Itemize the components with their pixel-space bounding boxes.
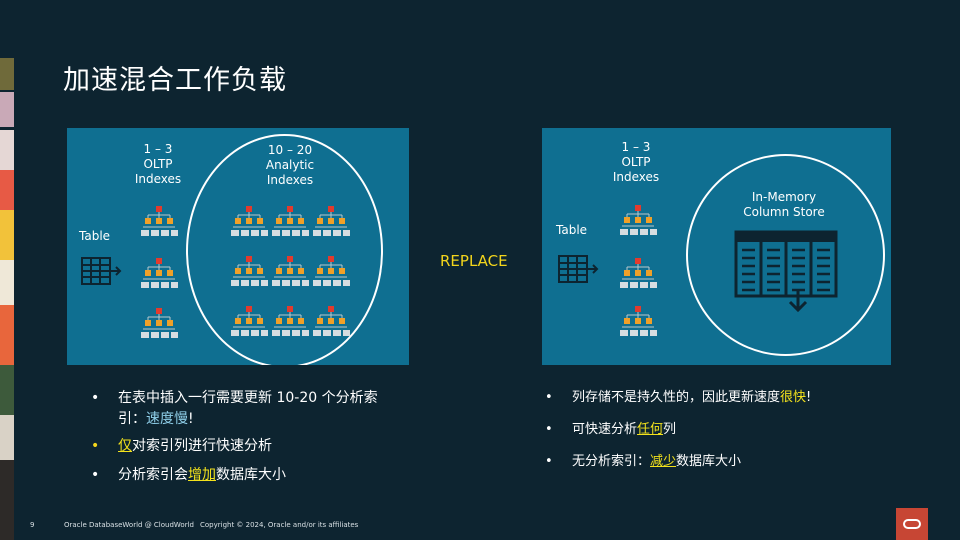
bullet-text: 对索引列进行快速分析 xyxy=(132,438,272,454)
oltp-indexes-label: 1 – 3 OLTP Indexes xyxy=(131,142,185,187)
bullet-text-end: ! xyxy=(806,390,811,405)
index-tree-icon xyxy=(272,256,310,290)
bullet-text: 列存储不是持久性的，因此更新速度 xyxy=(572,390,780,405)
list-item: 列存储不是持久性的，因此更新速度很快! xyxy=(545,388,885,408)
bullet-text: 可快速分析 xyxy=(572,422,637,437)
index-tree-icon xyxy=(272,306,310,340)
footer-copyright: Copyright © 2024, Oracle and/or its affi… xyxy=(200,521,358,529)
list-item: 仅对索引列进行快速分析 xyxy=(91,436,391,457)
bullet-text-end: 列 xyxy=(663,422,676,437)
list-item: 分析索引会增加数据库大小 xyxy=(91,465,391,486)
index-tree-icon xyxy=(141,308,179,342)
index-tree-icon xyxy=(620,306,658,340)
index-tree-icon xyxy=(620,258,658,292)
decorative-edge-strip xyxy=(0,0,14,540)
oracle-logo-icon xyxy=(896,508,928,540)
index-tree-icon xyxy=(231,306,269,340)
index-tree-icon xyxy=(272,206,310,240)
in-memory-column-store-diagram: 1 – 3 OLTP Indexes Table In-Memory Colum… xyxy=(542,128,891,365)
bullet-text: 分析索引会 xyxy=(118,467,188,483)
list-item: 可快速分析任何列 xyxy=(545,420,885,440)
oltp-analytic-index-diagram: 1 – 3 OLTP Indexes 10 – 20 Analytic Inde… xyxy=(67,128,409,365)
index-tree-icon xyxy=(141,258,179,292)
highlight-text: 仅 xyxy=(118,438,132,454)
left-bullet-list: 在表中插入一行需要更新 10-20 个分析索引：速度慢! 仅对索引列进行快速分析… xyxy=(91,388,391,486)
index-tree-icon xyxy=(313,206,351,240)
slide-title: 加速混合工作负载 xyxy=(63,58,287,97)
index-tree-icon xyxy=(231,256,269,290)
highlight-text: 很快 xyxy=(780,390,806,405)
table-icon xyxy=(558,254,600,286)
oltp-indexes-label: 1 – 3 OLTP Indexes xyxy=(609,140,663,185)
right-bullet-list: 列存储不是持久性的，因此更新速度很快! 可快速分析任何列 无分析索引：减少数据库… xyxy=(545,388,885,472)
highlight-text: 速度慢 xyxy=(146,411,188,427)
highlight-text: 任何 xyxy=(637,422,663,437)
index-tree-icon xyxy=(313,256,351,290)
index-tree-icon xyxy=(141,206,179,240)
index-tree-icon xyxy=(231,206,269,240)
list-item: 在表中插入一行需要更新 10-20 个分析索引：速度慢! xyxy=(91,388,391,430)
bullet-text-end: ! xyxy=(188,411,194,427)
table-icon xyxy=(81,256,123,288)
column-store-label: In-Memory Column Store xyxy=(738,190,830,220)
bullet-text-end: 数据库大小 xyxy=(216,467,286,483)
replace-label: REPLACE xyxy=(440,252,508,270)
column-store-icon xyxy=(734,230,840,314)
bullet-text: 无分析索引： xyxy=(572,454,650,469)
bullet-text-end: 数据库大小 xyxy=(676,454,741,469)
list-item: 无分析索引：减少数据库大小 xyxy=(545,452,885,472)
table-label: Table xyxy=(79,229,110,244)
footer-event: Oracle DatabaseWorld @ CloudWorld xyxy=(64,521,194,529)
index-tree-icon xyxy=(313,306,351,340)
highlight-text: 增加 xyxy=(188,467,216,483)
table-label: Table xyxy=(556,223,587,238)
highlight-text: 减少 xyxy=(650,454,676,469)
index-tree-icon xyxy=(620,205,658,239)
page-number: 9 xyxy=(30,521,34,529)
